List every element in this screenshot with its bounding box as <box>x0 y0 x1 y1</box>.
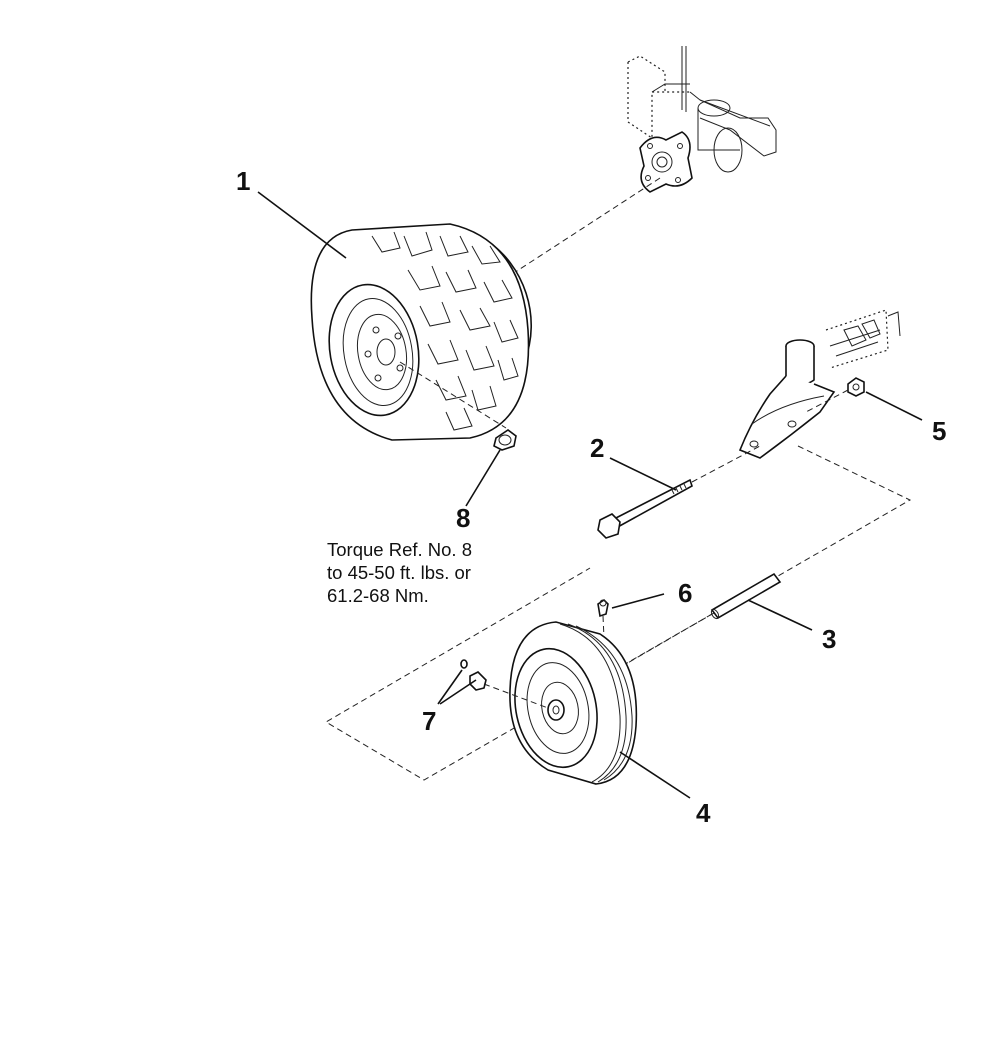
torque-note-line-1: Torque Ref. No. 8 <box>327 539 472 560</box>
leader-lines <box>257 191 923 799</box>
axle-spacer-tube <box>710 572 782 620</box>
tube-axis-line <box>625 613 713 665</box>
leader-4 <box>619 751 691 799</box>
caster-bolt <box>597 478 693 539</box>
lug-nut <box>493 429 517 451</box>
grease-fitting <box>597 598 609 618</box>
bolt-axis-line <box>691 445 761 483</box>
leader-7b <box>439 679 477 705</box>
leader-8 <box>465 449 501 507</box>
leader-3 <box>747 599 813 631</box>
caster-nut <box>847 377 865 397</box>
tire-tread-pattern <box>371 231 519 431</box>
leader-2 <box>609 457 677 491</box>
caster-wheel-tire <box>509 621 638 785</box>
bearing-axis-line <box>483 683 549 709</box>
axle-frame-assembly <box>627 46 777 193</box>
torque-note-line-2: to 45-50 ft. lbs. or <box>327 562 471 583</box>
torque-note: Torque Ref. No. 8 to 45-50 ft. lbs. or 6… <box>327 538 527 607</box>
callout-8: 8 <box>456 503 470 533</box>
caster-bracket-assembly <box>738 309 901 459</box>
callout-3: 3 <box>822 624 836 654</box>
leader-7a <box>437 669 463 705</box>
callout-1: 1 <box>236 166 250 196</box>
callout-5: 5 <box>932 416 946 446</box>
torque-note-line-3: 61.2-68 Nm. <box>327 585 429 606</box>
rear-wheel-axis-line <box>499 177 661 283</box>
rear-wheel-tire <box>310 223 533 441</box>
grease-fitting-axis-line <box>602 615 605 639</box>
leader-5 <box>865 391 923 421</box>
callout-4: 4 <box>696 798 711 828</box>
callout-7: 7 <box>422 706 436 736</box>
callout-6: 6 <box>678 578 692 608</box>
bearings <box>460 659 487 691</box>
nut-axis-line <box>805 389 849 413</box>
assembly-outline <box>325 445 912 781</box>
lug-nut-axis-line <box>399 361 507 429</box>
leader-6 <box>611 593 665 609</box>
leader-1 <box>257 191 347 259</box>
callout-2: 2 <box>590 433 604 463</box>
